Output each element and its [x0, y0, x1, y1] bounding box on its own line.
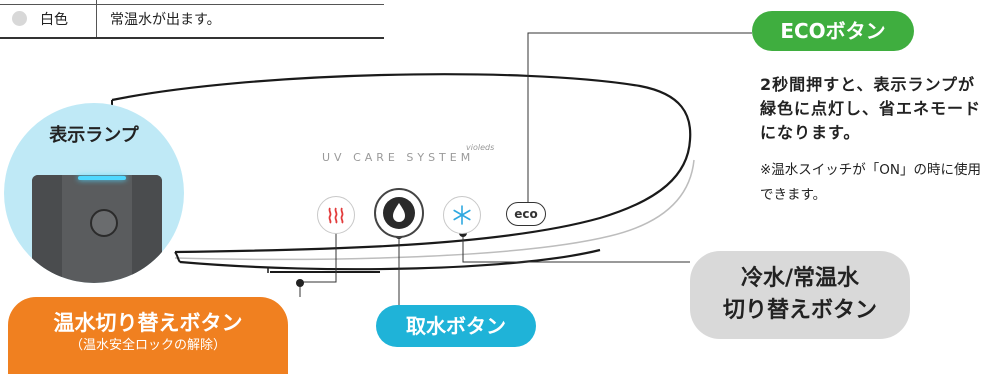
cold-switch-callout-line2: 切り替えボタン — [722, 298, 877, 323]
eco-button-callout: ECOボタン — [752, 11, 914, 51]
water-dispense-button[interactable] — [374, 188, 424, 238]
snowflake-icon — [453, 205, 471, 225]
table-column-divider — [96, 0, 97, 38]
table-color-label: 白色 — [40, 12, 68, 28]
eco-button-text: eco — [514, 207, 538, 221]
lamp-panel-side-right — [132, 175, 162, 283]
cold-water-switch-button[interactable] — [443, 196, 481, 234]
cold-switch-callout: 冷水/常温水 切り替えボタン — [690, 251, 910, 339]
indicator-lamp-zoom: 表示ランプ — [4, 103, 184, 283]
white-color-swatch — [12, 11, 27, 26]
water-drop-icon — [383, 197, 415, 229]
table-bottom-border — [0, 37, 384, 39]
brand-sub-label: violeds — [466, 143, 495, 152]
brand-label: UV CARE SYSTEM — [322, 151, 475, 164]
lamp-panel-side-left — [32, 175, 62, 283]
lamp-zoom-title: 表示ランプ — [49, 125, 139, 146]
water-button-callout: 取水ボタン — [376, 305, 536, 347]
heat-button-callout: 温水切り替えボタン （温水安全ロックの解除） — [8, 297, 288, 374]
hot-water-switch-button[interactable] — [317, 196, 355, 234]
heat-callout-dot-2 — [296, 279, 304, 287]
lamp-knob-icon — [90, 209, 118, 237]
heat-icon — [328, 207, 344, 224]
eco-button[interactable]: eco — [506, 202, 546, 226]
color-table-fragment: 白色 常温水が出ます。 — [0, 0, 384, 40]
indicator-lamp-light — [78, 176, 126, 180]
eco-note: ※温水スイッチが「ON」の時に使用できます。 — [760, 162, 982, 203]
table-top-border — [0, 4, 384, 5]
eco-description: 2秒間押すと、表示ランプが緑色に点灯し、省エネモードになります。 — [760, 75, 982, 142]
table-description: 常温水が出ます。 — [110, 12, 221, 28]
cold-switch-callout-line1: 冷水/常温水 — [740, 266, 860, 291]
heat-button-callout-sub: （温水安全ロックの解除） — [69, 338, 226, 353]
heat-button-callout-label: 温水切り替えボタン — [53, 311, 243, 335]
lamp-panel — [32, 175, 162, 283]
